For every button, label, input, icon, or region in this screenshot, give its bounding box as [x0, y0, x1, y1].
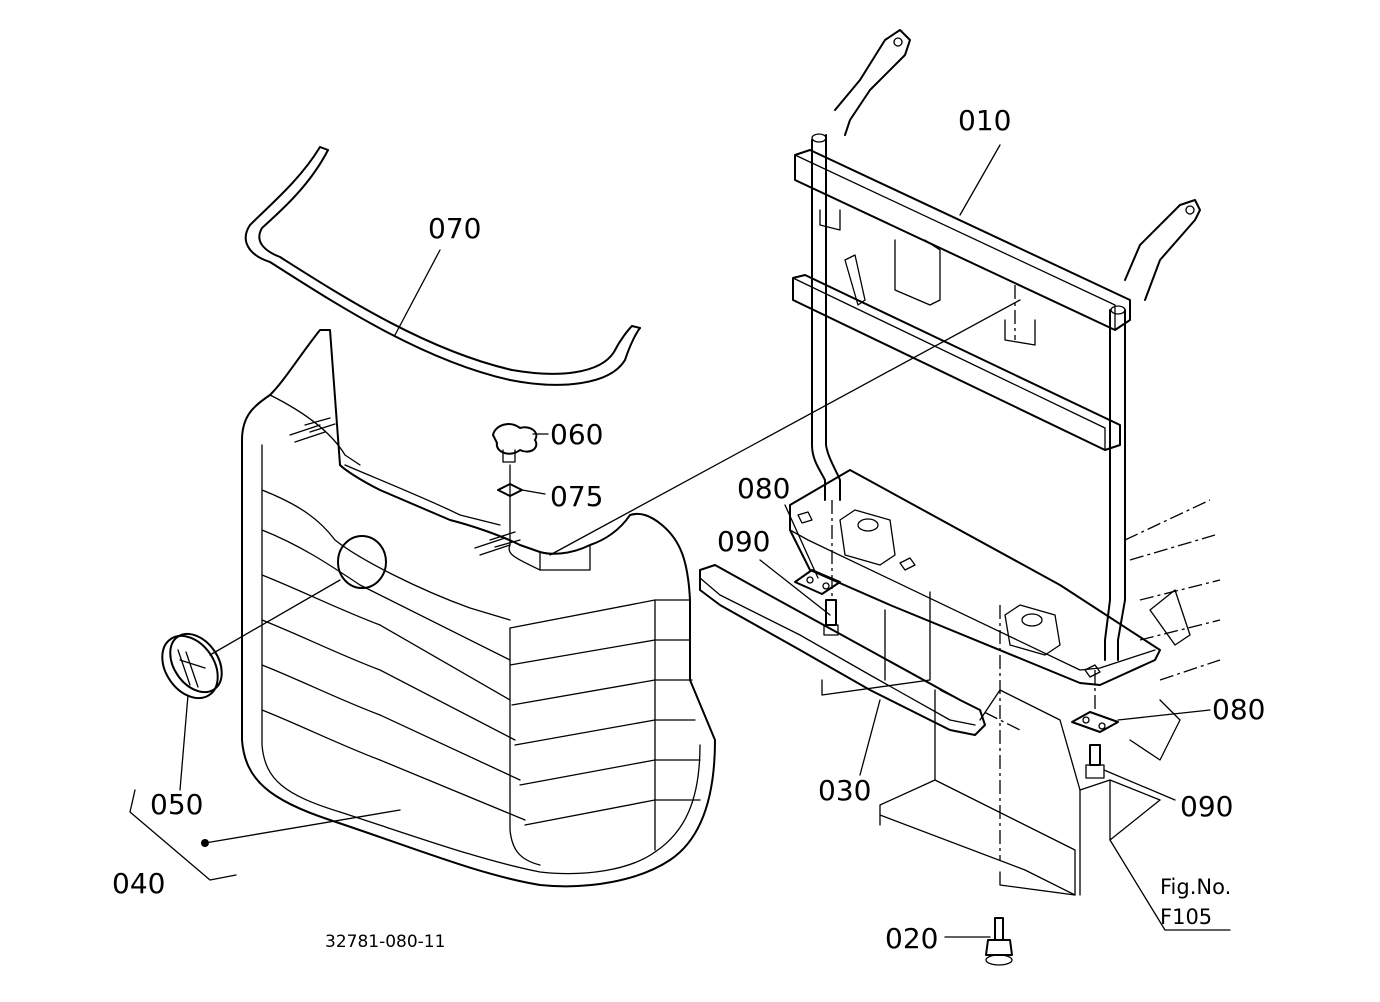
chassis — [879, 499, 1221, 896]
drawing-number: 32781-080-11 — [325, 932, 445, 952]
label-050: 050 — [150, 788, 203, 821]
cushion-030 — [699, 564, 986, 736]
seal-070 — [244, 146, 641, 386]
frame-010 — [792, 29, 1201, 661]
label-080-lower: 080 — [1212, 693, 1265, 726]
label-030: 030 — [818, 774, 871, 807]
bolt-090-upper — [823, 599, 839, 636]
label-010: 010 — [958, 104, 1011, 137]
leader-lines — [129, 144, 1231, 938]
base-plate — [789, 469, 1161, 686]
label-060: 060 — [550, 418, 603, 451]
label-080-upper: 080 — [737, 472, 790, 505]
bracket-080-lower — [1071, 711, 1119, 733]
bolt-020 — [985, 917, 1013, 966]
knob-060 — [492, 423, 538, 463]
label-090-lower: 090 — [1180, 790, 1233, 823]
bolt-090-lower — [1085, 744, 1105, 779]
label-070: 070 — [428, 212, 481, 245]
label-020: 020 — [885, 922, 938, 955]
emblem-050 — [161, 632, 223, 700]
front-grille — [241, 329, 716, 888]
emblem-hole — [337, 535, 387, 589]
label-090-upper: 090 — [717, 525, 770, 558]
label-075: 075 — [550, 480, 603, 513]
fig-no-value: F105 — [1160, 905, 1212, 929]
label-040: 040 — [112, 867, 165, 900]
bracket-080-upper — [794, 569, 841, 595]
fig-no-caption: Fig.No. — [1160, 875, 1231, 899]
guide-lines — [209, 285, 1096, 860]
